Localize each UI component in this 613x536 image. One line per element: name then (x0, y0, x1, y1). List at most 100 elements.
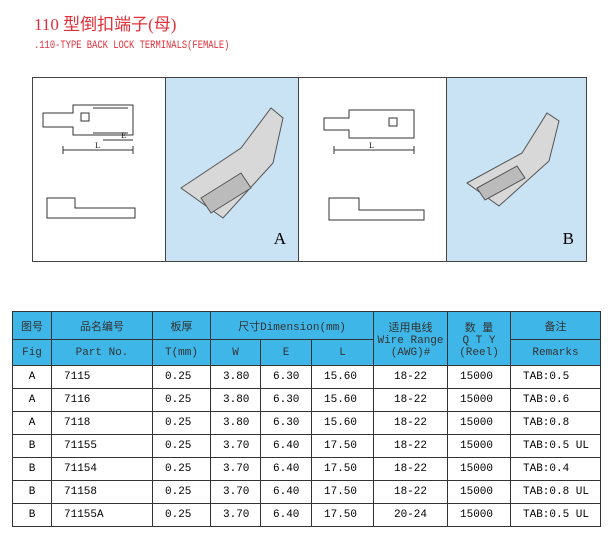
cell-l: 15.60 (311, 411, 374, 435)
cell-thickness: 0.25 (152, 365, 211, 389)
cell-qty: 15000 (447, 503, 511, 527)
cell-wire-range: 18-22 (373, 365, 448, 389)
cell-thickness: 0.25 (152, 388, 211, 412)
cell-l: 17.50 (311, 503, 374, 527)
cell-wire-range: 18-22 (373, 411, 448, 435)
header-remarks-en: Remarks (510, 339, 601, 366)
cell-e: 6.40 (260, 434, 312, 458)
cell-part-no: 71158 (51, 480, 153, 504)
cell-thickness: 0.25 (152, 434, 211, 458)
cell-part-no: 7118 (51, 411, 153, 435)
cell-qty: 15000 (447, 480, 511, 504)
cell-qty: 15000 (447, 434, 511, 458)
cell-wire-range: 18-22 (373, 480, 448, 504)
cell-qty: 15000 (447, 457, 511, 481)
header-wire-en: Wire Range (AWG)# (377, 334, 444, 359)
cell-e: 6.40 (260, 480, 312, 504)
cell-thickness: 0.25 (152, 480, 211, 504)
title-en: .110-TYPE BACK LOCK TERMINALS(FEMALE) (34, 40, 230, 52)
cell-remarks: TAB:0.6 (510, 388, 601, 412)
technical-drawing-b-icon: L (323, 109, 425, 221)
cell-wire-range: 20-24 (373, 503, 448, 527)
cell-l: 17.50 (311, 480, 374, 504)
cell-remarks: TAB:0.5 (510, 365, 601, 389)
cell-w: 3.70 (210, 503, 261, 527)
cell-wire-range: 18-22 (373, 457, 448, 481)
header-fig-en: Fig (12, 339, 52, 366)
cell-qty: 15000 (447, 411, 511, 435)
cell-wire-range: 18-22 (373, 388, 448, 412)
cell-l: 15.60 (311, 388, 374, 412)
header-t-cn: 板厚 (152, 311, 211, 340)
figure-label-a: A (273, 229, 286, 248)
photo-a: A (165, 77, 299, 262)
technical-drawing-a-icon: LE (42, 104, 136, 219)
drawing-b: L (298, 77, 447, 262)
cell-e: 6.40 (260, 503, 312, 527)
cell-wire-range: 18-22 (373, 434, 448, 458)
svg-text:L: L (369, 142, 374, 150)
header-w: W (210, 339, 261, 366)
header-e: E (260, 339, 312, 366)
cell-e: 6.40 (260, 457, 312, 481)
cell-qty: 15000 (447, 388, 511, 412)
cell-w: 3.70 (210, 457, 261, 481)
cell-w: 3.80 (210, 411, 261, 435)
header-dimension: 尺寸Dimension(mm) (210, 311, 374, 340)
title-cn: 110 型倒扣端子(母) (34, 15, 177, 34)
cell-fig: B (12, 503, 52, 527)
cell-thickness: 0.25 (152, 457, 211, 481)
terminal-b-icon (466, 112, 560, 207)
cell-remarks: TAB:0.8 UL (510, 480, 601, 504)
cell-w: 3.70 (210, 434, 261, 458)
header-fig-cn: 图号 (12, 311, 52, 340)
header-part-en: Part No. (51, 339, 153, 366)
cell-qty: 15000 (447, 365, 511, 389)
photo-b: B (446, 77, 587, 262)
cell-remarks: TAB:0.8 (510, 411, 601, 435)
cell-fig: A (12, 365, 52, 389)
cell-remarks: TAB:0.5 UL (510, 434, 601, 458)
svg-text:L: L (95, 142, 100, 150)
cell-thickness: 0.25 (152, 411, 211, 435)
header-part-cn: 品名编号 (51, 311, 153, 340)
cell-l: 17.50 (311, 434, 374, 458)
cell-remarks: TAB:0.5 UL (510, 503, 601, 527)
cell-w: 3.80 (210, 365, 261, 389)
figure-label-b: B (562, 229, 574, 248)
cell-part-no: 7115 (51, 365, 153, 389)
cell-l: 15.60 (311, 365, 374, 389)
svg-text:E: E (121, 132, 126, 140)
header-remarks-cn: 备注 (510, 311, 601, 340)
cell-e: 6.30 (260, 411, 312, 435)
cell-l: 17.50 (311, 457, 374, 481)
header-qty-cn: 数 量 (464, 322, 494, 335)
cell-fig: A (12, 411, 52, 435)
cell-e: 6.30 (260, 365, 312, 389)
header-l: L (311, 339, 374, 366)
cell-w: 3.70 (210, 480, 261, 504)
cell-part-no: 71154 (51, 457, 153, 481)
cell-fig: A (12, 388, 52, 412)
cell-part-no: 71155 (51, 434, 153, 458)
cell-thickness: 0.25 (152, 503, 211, 527)
header-t-en: T(mm) (152, 339, 211, 366)
cell-remarks: TAB:0.4 (510, 457, 601, 481)
cell-part-no: 71155A (51, 503, 153, 527)
cell-fig: B (12, 480, 52, 504)
cell-e: 6.30 (260, 388, 312, 412)
cell-part-no: 7116 (51, 388, 153, 412)
header-wire-cn: 适用电线 (388, 322, 433, 335)
cell-w: 3.80 (210, 388, 261, 412)
terminal-a-icon (180, 107, 284, 219)
